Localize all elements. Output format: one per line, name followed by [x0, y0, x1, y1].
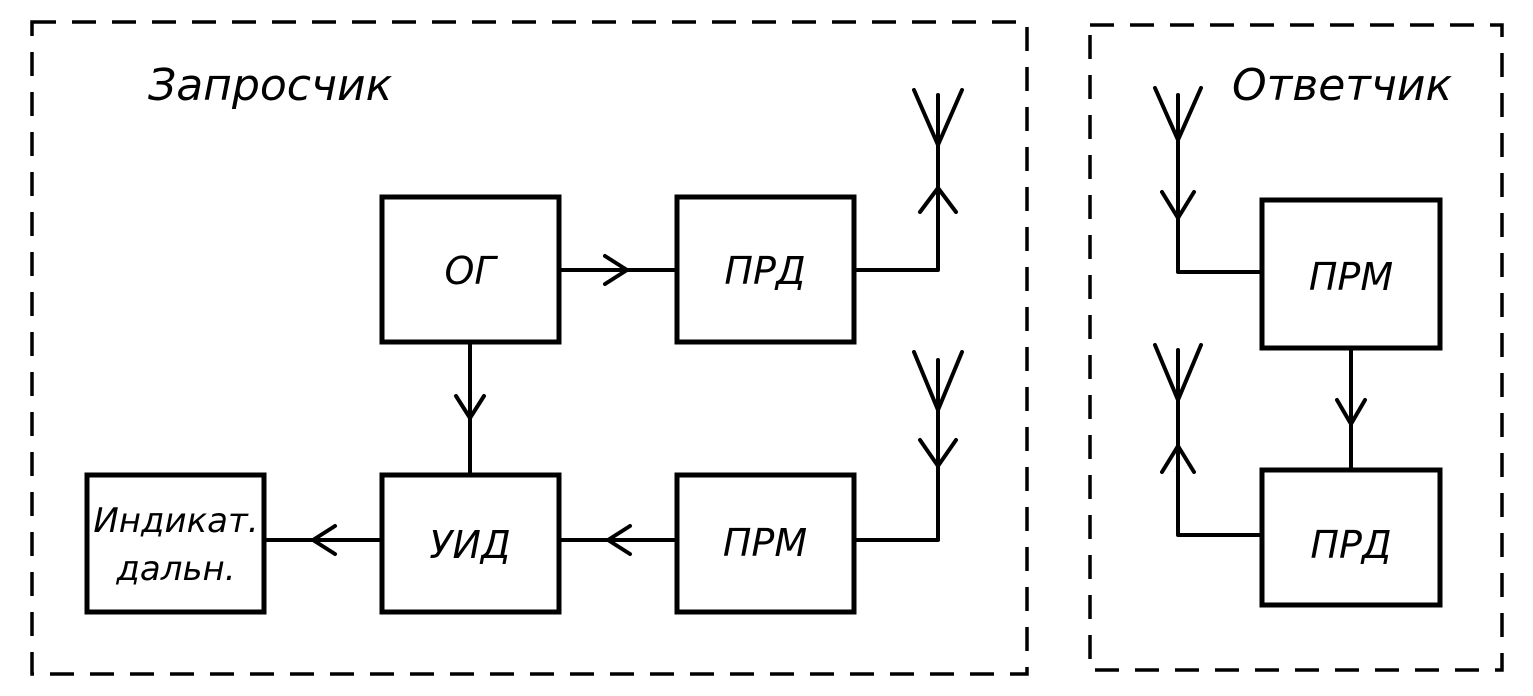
antenna-to-receiver-line — [852, 358, 940, 542]
transmit-up-arrow — [918, 186, 958, 214]
uid-to-indicator-arrow — [311, 524, 337, 556]
transponder-receive-down-arrow — [1160, 190, 1196, 220]
receiver-label: ПРМ — [723, 521, 807, 565]
transponder-transmitter-label: ПРД — [1310, 523, 1391, 567]
range-indicator-label-line1: Индикат. — [93, 501, 258, 541]
og-to-transmitter-arrow — [603, 254, 629, 286]
range-indicator-label-line2: дальн. — [115, 549, 235, 589]
range-indicator-block: Индикат. дальн. — [84, 472, 267, 615]
og-block: ОГ — [379, 194, 562, 345]
transmitter-label: ПРД — [724, 249, 805, 293]
transponder-section: Ответчик ПРМ ПРД — [1088, 23, 1504, 672]
transponder-transmitter-block: ПРД — [1259, 467, 1443, 608]
interrogator-title: Запросчик — [148, 60, 393, 111]
transponder-receiver-label: ПРМ — [1309, 255, 1393, 299]
transponder-receiver-block: ПРМ — [1259, 197, 1443, 351]
uid-label: УИД — [429, 523, 510, 567]
og-to-uid-arrow — [454, 394, 486, 420]
transponder-frame — [1088, 23, 1504, 672]
receiver-block: ПРМ — [674, 472, 857, 615]
interrogator-frame — [30, 20, 1029, 676]
transponder-transmit-up-arrow — [1160, 444, 1196, 474]
interrogator-section: Запросчик ОГ ПРД ПРМ УИД Индикат. дальн. — [30, 20, 1029, 676]
og-label: ОГ — [444, 249, 498, 293]
transponder-antenna-to-receiver-line — [1176, 93, 1264, 274]
receiver-to-transmitter-arrow — [1335, 398, 1367, 426]
uid-block: УИД — [379, 472, 562, 615]
transmitter-block: ПРД — [674, 194, 857, 345]
transponder-title: Ответчик — [1232, 60, 1452, 111]
receiver-to-uid-arrow — [606, 524, 632, 556]
receive-down-arrow — [918, 438, 958, 468]
